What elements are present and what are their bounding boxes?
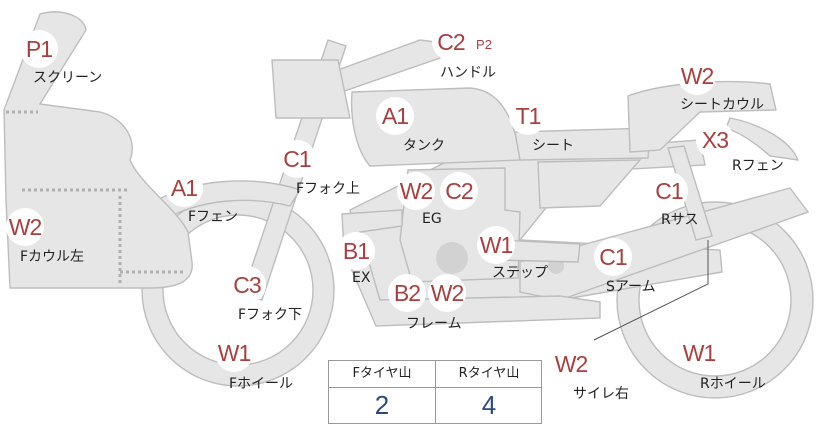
rear-shock-shape [667, 145, 713, 241]
engine-w-marker[interactable]: W2 [397, 172, 435, 210]
exhaust-shape [341, 209, 601, 327]
r-suspension-label: Rサス [661, 212, 699, 228]
rear-tread-value: 4 [481, 390, 497, 420]
swing-arm-marker[interactable]: C1 [594, 238, 632, 276]
fork-upper-label: Fフォク上 [296, 181, 361, 197]
f-cowl-left-label: Fカウル左 [20, 249, 85, 265]
front-tread-header: Fタイヤ山 [329, 361, 435, 388]
swing-arm-label: Sアーム [606, 279, 656, 295]
seat-cowl-label: シートカウル [680, 97, 764, 113]
screen-marker[interactable]: P1 [20, 30, 58, 68]
f-wheel-label: Fホイール [229, 376, 294, 392]
seat-shape [514, 127, 651, 161]
r-fender-marker[interactable]: X3 [696, 121, 734, 159]
r-wheel-marker[interactable]: W1 [680, 334, 718, 372]
fork-lower-label: Fフォク下 [238, 307, 303, 323]
tire-tread-table: Fタイヤ山 Rタイヤ山 2 4 [328, 360, 542, 424]
muffler-right-marker[interactable]: W2 [552, 345, 590, 383]
frame-b-marker[interactable]: B2 [388, 274, 426, 312]
frame-label: フレーム [406, 316, 462, 332]
side-cover-shape [537, 159, 642, 209]
seat-marker[interactable]: T1 [509, 97, 547, 135]
exhaust-label: EX [352, 270, 371, 286]
tank-label: タンク [403, 138, 445, 154]
rear-tread-header: Rタイヤ山 [436, 361, 542, 388]
f-fender-marker[interactable]: A1 [165, 169, 203, 207]
frame-w-marker[interactable]: W2 [428, 274, 466, 312]
fork-upper-marker[interactable]: C1 [278, 140, 316, 178]
step-marker[interactable]: W1 [477, 226, 515, 264]
front-tread-value: 2 [374, 390, 390, 420]
handle-sub-marker[interactable]: P2 [472, 32, 496, 56]
engine-label: EG [422, 211, 442, 227]
seat-cowl-shape [627, 80, 777, 153]
swing-arm-shape [519, 187, 810, 301]
r-fender-label: Rフェン [732, 158, 784, 174]
handle-label: ハンドル [440, 65, 496, 81]
fork-lower-marker[interactable]: C3 [228, 266, 266, 304]
f-fender-label: Fフェン [188, 209, 239, 225]
r-wheel-label: Rホイール [700, 376, 766, 392]
front-cowl-shape [3, 11, 193, 289]
cowl-split-line-lower [22, 188, 186, 284]
screen-label: スクリーン [33, 70, 103, 86]
rear-fender-shape [725, 117, 800, 161]
exhaust-marker[interactable]: B1 [337, 232, 375, 270]
table-divider [435, 361, 436, 423]
muffler-right-label: サイレ右 [573, 386, 629, 402]
tank-marker[interactable]: A1 [376, 97, 414, 135]
r-suspension-marker[interactable]: C1 [650, 172, 688, 210]
muffler-leader-line [593, 240, 709, 341]
seat-label: シート [532, 138, 574, 154]
seat-cowl-marker[interactable]: W2 [678, 57, 716, 95]
f-cowl-left-marker[interactable]: W2 [6, 208, 44, 246]
head-box-shape [271, 59, 351, 119]
engine-c-marker[interactable]: C2 [440, 172, 478, 210]
handle-marker[interactable]: C2 [432, 23, 470, 61]
step-label: ステップ [492, 265, 548, 281]
f-wheel-marker[interactable]: W1 [215, 334, 253, 372]
